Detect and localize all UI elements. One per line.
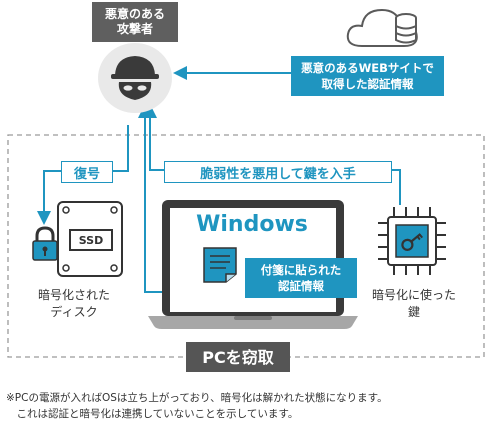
footnote: ※PCの電源が入ればOSは立ち上がっており、暗号化は解かれた状態になります。 こ… bbox=[6, 392, 388, 420]
exploit-label: 脆弱性を悪用して鍵を入手 bbox=[164, 161, 392, 183]
lock-icon bbox=[32, 226, 58, 261]
sticky-note-label: 付箋に貼られた 認証情報 bbox=[245, 258, 357, 298]
key-caption: 暗号化に使った 鍵 bbox=[371, 288, 456, 319]
attacker-label: 悪意のある 攻撃者 bbox=[92, 2, 178, 42]
ssd-icon bbox=[57, 201, 123, 277]
steal-pc-banner: PCを窃取 bbox=[186, 342, 290, 372]
key-chip-icon bbox=[378, 207, 446, 275]
key-acquire-arrow bbox=[143, 104, 401, 205]
web-credentials-label: 悪意のあるWEBサイトで 取得した認証情報 bbox=[291, 56, 444, 96]
decrypt-label: 復号 bbox=[61, 161, 113, 183]
windows-text: Windows bbox=[196, 212, 308, 237]
ssd-chip-label: SSD bbox=[78, 234, 104, 247]
document-icon bbox=[203, 247, 237, 283]
attacker-icon bbox=[98, 43, 172, 113]
disk-caption: 暗号化された ディスク bbox=[37, 288, 110, 319]
cloud-database-icon bbox=[346, 8, 418, 47]
